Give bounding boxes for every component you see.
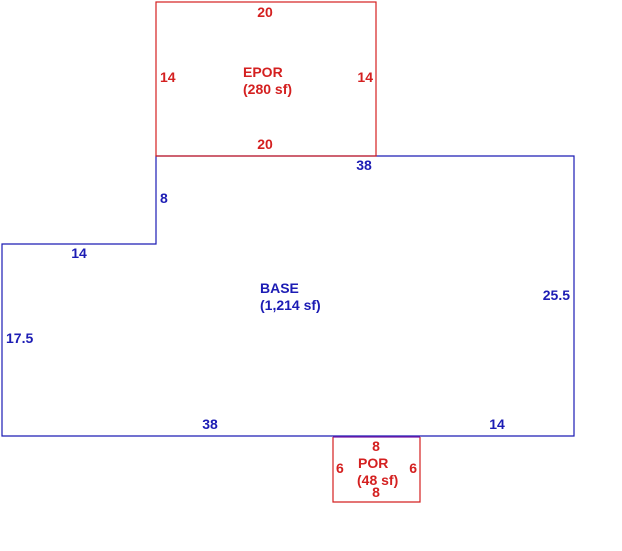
por-bottom-dimension: 8 <box>372 484 380 500</box>
por-outline <box>332 437 421 503</box>
por-name: POR <box>358 455 388 471</box>
por-left-dimension: 6 <box>336 460 344 476</box>
por-area: (48 sf) <box>357 472 398 488</box>
epor-left-dimension: 14 <box>160 69 176 85</box>
epor-right-dimension: 14 <box>357 69 373 85</box>
base-bottom-right-dimension: 14 <box>489 416 505 432</box>
base-step-horizontal-dimension: 14 <box>71 245 87 261</box>
por-top-dimension: 8 <box>372 438 380 454</box>
por-right-dimension: 6 <box>409 460 417 476</box>
base-bottom-left-dimension: 38 <box>202 416 218 432</box>
base-top-dimension: 38 <box>356 157 372 173</box>
base-right-dimension: 25.5 <box>543 287 570 303</box>
epor-top-dimension: 20 <box>257 4 273 20</box>
epor-name: EPOR <box>243 64 283 80</box>
base-outline <box>1 155 575 437</box>
epor-area: (280 sf) <box>243 81 292 97</box>
base-step-vertical-dimension: 8 <box>160 190 168 206</box>
epor-outline <box>155 1 377 157</box>
epor-bottom-dimension: 20 <box>257 136 273 152</box>
base-left-dimension: 17.5 <box>6 330 33 346</box>
base-area: (1,214 sf) <box>260 297 321 313</box>
base-name: BASE <box>260 280 299 296</box>
